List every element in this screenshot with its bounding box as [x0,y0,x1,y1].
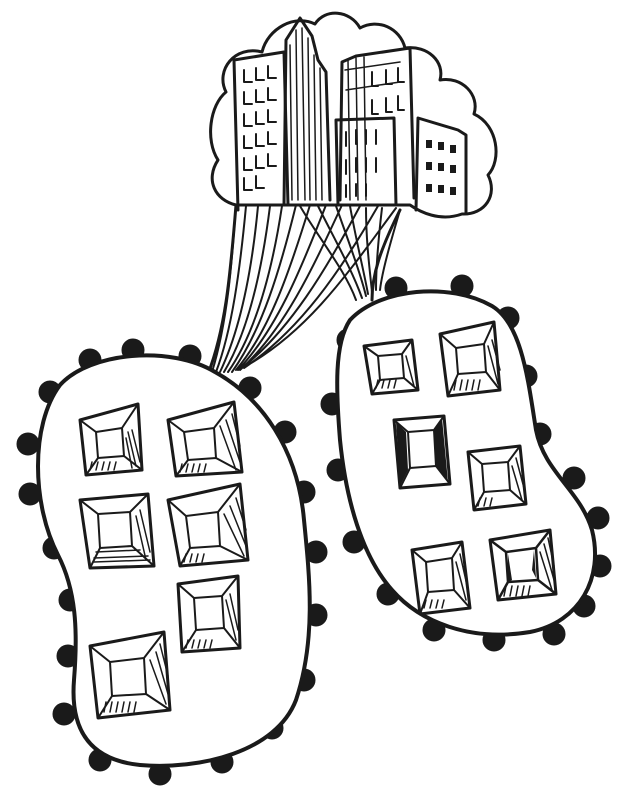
building-5 [414,116,468,214]
left-pod-boxes [78,400,250,720]
box-r2 [438,320,502,398]
right-pod-boxes [362,320,558,616]
building-2 [282,16,332,207]
city-cloud [209,11,498,219]
cloud-outline [209,11,498,219]
box-r6 [488,528,558,602]
building-4 [334,116,398,207]
box-l4 [166,482,250,568]
box-r4 [466,444,528,512]
right-pod [320,274,612,652]
box-l6 [88,630,172,720]
box-l2 [166,400,244,478]
box-l5 [176,574,242,654]
box-l3 [78,492,156,570]
box-r1 [362,338,420,396]
root-strands [206,203,402,376]
box-r5 [410,540,472,616]
building-1 [232,50,290,212]
box-r3 [392,414,452,490]
box-l1 [78,402,144,477]
left-pod [16,338,328,786]
building-3 [338,46,416,202]
